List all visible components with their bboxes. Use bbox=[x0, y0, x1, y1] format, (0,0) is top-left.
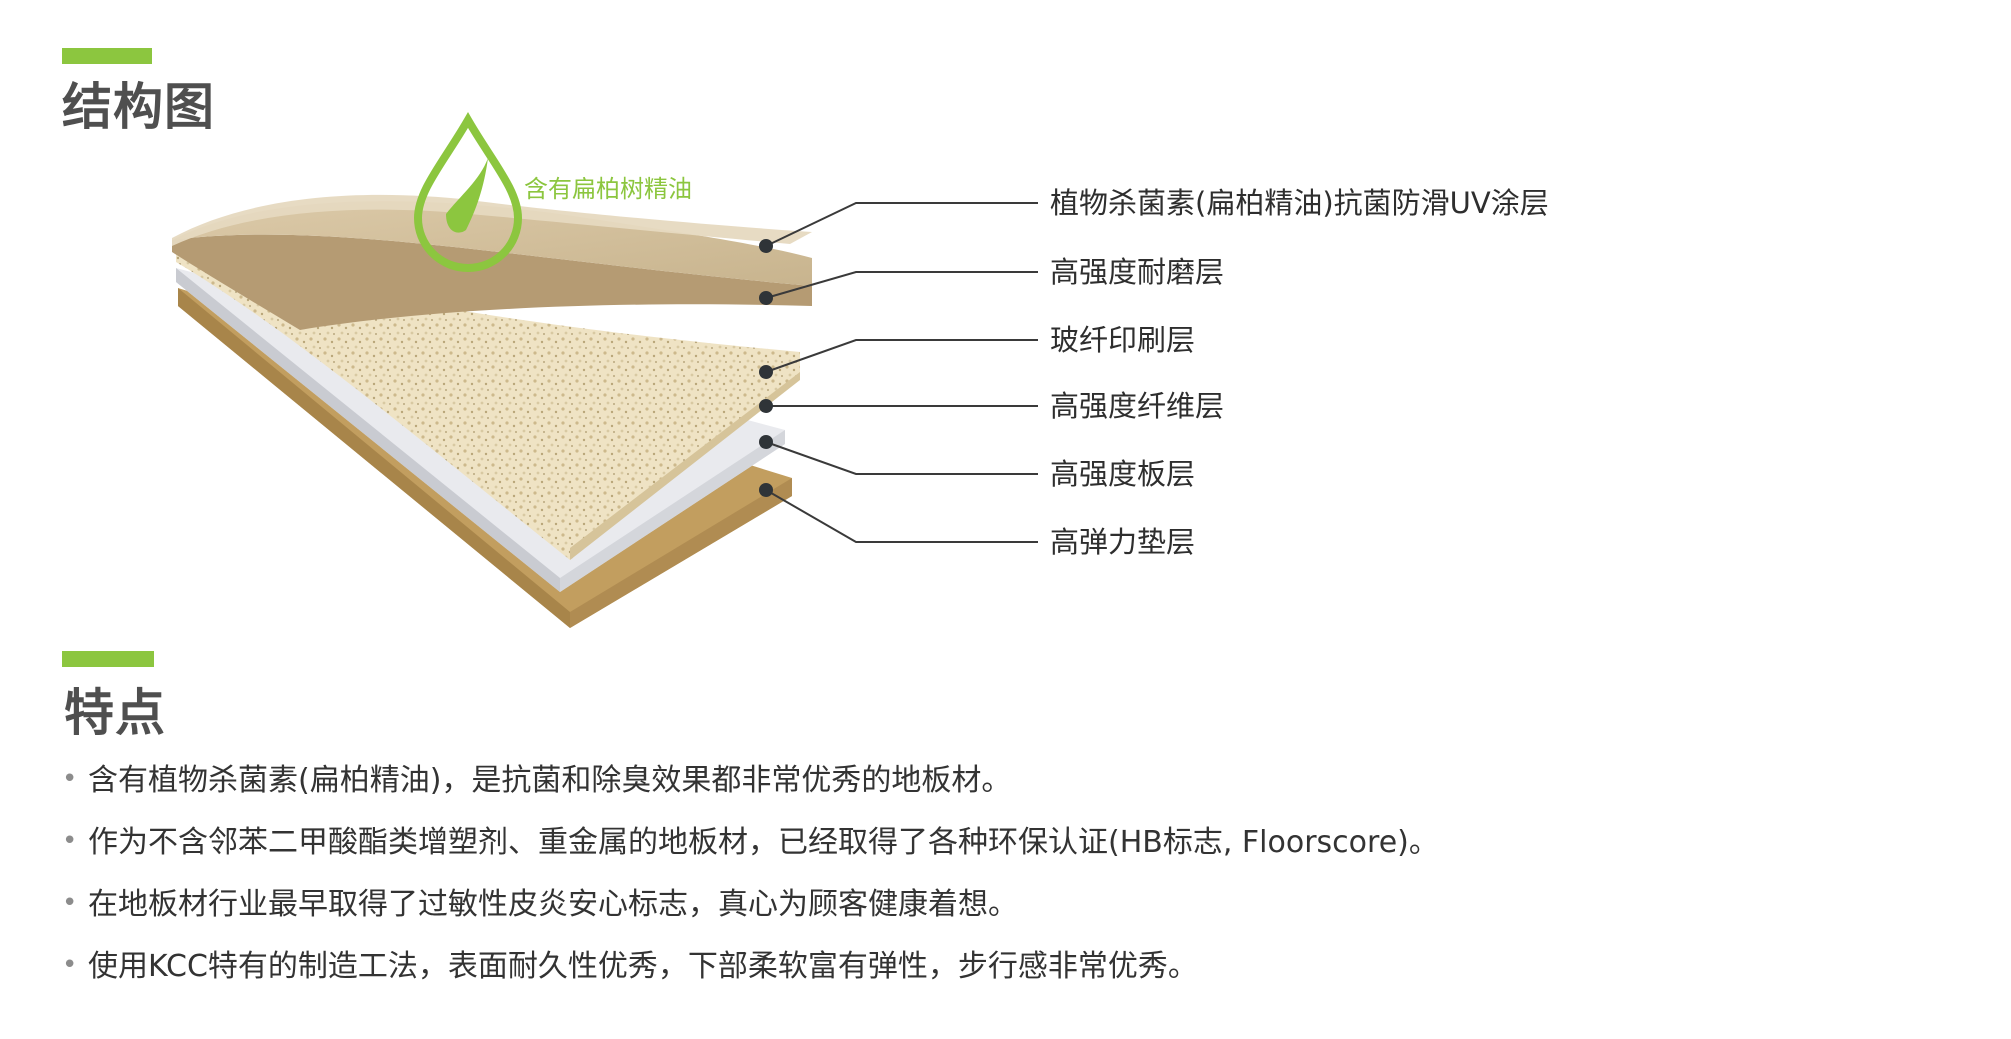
layer-label-cushion: 高弹力垫层 bbox=[1050, 525, 1196, 559]
wear-layer bbox=[172, 201, 812, 330]
feature-text: 使用KCC特有的制造工法，表面耐久性优秀，下部柔软富有弹性，步行感非常优秀。 bbox=[88, 949, 1198, 984]
leader-dot-print bbox=[759, 365, 773, 379]
feature-text: 含有植物杀菌素(扁柏精油)，是抗菌和除臭效果都非常优秀的地板材。 bbox=[88, 763, 1012, 798]
features-section-title: 特点 bbox=[64, 684, 166, 742]
layer-label-fiber: 高强度纤维层 bbox=[1050, 389, 1225, 423]
structure-accent-bar bbox=[62, 48, 152, 64]
uv-coating-layer bbox=[172, 194, 812, 246]
leader-line-cushion bbox=[765, 489, 1038, 543]
leader-line-board bbox=[765, 441, 1038, 475]
layer-label-print: 玻纤印刷层 bbox=[1050, 323, 1196, 357]
leader-line-print bbox=[765, 339, 1038, 373]
structure-section-title: 结构图 bbox=[62, 78, 215, 136]
leader-line-wear bbox=[765, 271, 1038, 299]
layer-label-uv-coating: 植物杀菌素(扁柏精油)抗菌防滑UV涂层 bbox=[1050, 186, 1549, 220]
feature-text: 作为不含邻苯二甲酸酯类增塑剂、重金属的地板材，已经取得了各种环保认证(HB标志,… bbox=[88, 825, 1439, 860]
leader-dot-board bbox=[759, 435, 773, 449]
leader-dot-wear bbox=[759, 291, 773, 305]
fiber-print-layer bbox=[176, 250, 800, 560]
feature-item: • 在地板材行业最早取得了过敏性皮炎安心标志，真心为顾客健康着想。 bbox=[62, 890, 1439, 952]
feature-item: • 作为不含邻苯二甲酸酯类增塑剂、重金属的地板材，已经取得了各种环保认证(HB标… bbox=[62, 828, 1439, 890]
layer-label-wear: 高强度耐磨层 bbox=[1050, 255, 1225, 289]
features-accent-bar bbox=[62, 651, 154, 667]
floor-layer-diagram bbox=[172, 111, 1038, 628]
bullet-dot: • bbox=[62, 888, 78, 918]
oil-drop-icon bbox=[413, 111, 523, 272]
feature-text: 在地板材行业最早取得了过敏性皮炎安心标志，真心为顾客健康着想。 bbox=[88, 887, 1018, 922]
leader-dot-fiber bbox=[759, 399, 773, 413]
feature-item: • 含有植物杀菌素(扁柏精油)，是抗菌和除臭效果都非常优秀的地板材。 bbox=[62, 766, 1439, 828]
bullet-dot: • bbox=[62, 764, 78, 794]
leader-dot-cushion bbox=[759, 483, 773, 497]
drop-label: 含有扁柏树精油 bbox=[524, 175, 692, 203]
feature-item: • 使用KCC特有的制造工法，表面耐久性优秀，下部柔软富有弹性，步行感非常优秀。 bbox=[62, 952, 1439, 1014]
bullet-dot: • bbox=[62, 826, 78, 856]
bullet-dot: • bbox=[62, 950, 78, 980]
layer-label-board: 高强度板层 bbox=[1050, 457, 1196, 491]
leader-dot-uv bbox=[759, 239, 773, 253]
leader-line-uv bbox=[765, 202, 1038, 247]
feature-list: • 含有植物杀菌素(扁柏精油)，是抗菌和除臭效果都非常优秀的地板材。 • 作为不… bbox=[62, 766, 1439, 1014]
